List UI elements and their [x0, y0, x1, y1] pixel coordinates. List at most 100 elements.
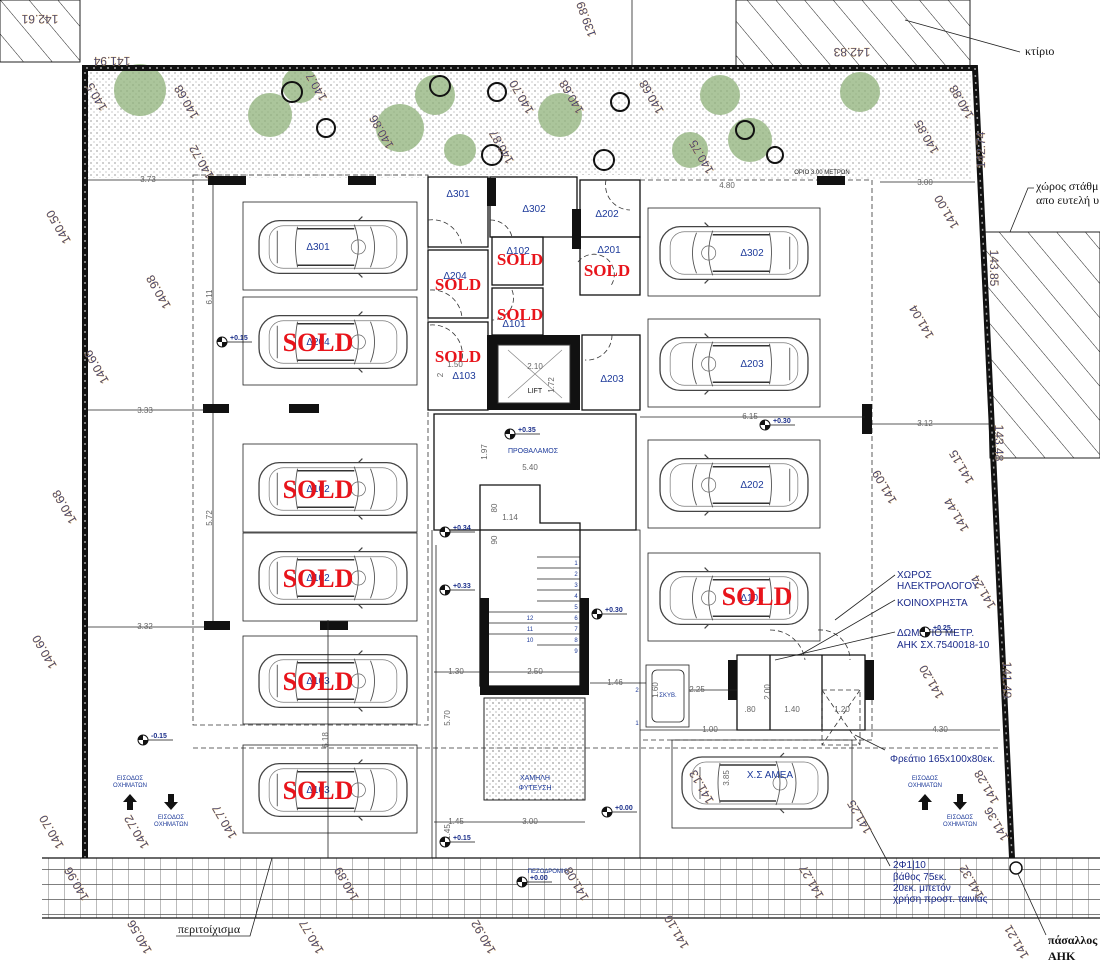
stair-step-number: 11: [527, 627, 534, 633]
dimension-label: 3.33: [137, 406, 153, 415]
spot-elevation: 142.83: [833, 45, 870, 59]
level-marker: +0.00: [601, 805, 637, 818]
spot-elevation: 143.48: [992, 425, 1006, 462]
arrow-down-icon: [953, 794, 967, 810]
svg-text:ΣΚΥΒ.: ΣΚΥΒ.: [659, 693, 677, 699]
level-value: +0.00: [615, 805, 633, 812]
left-parking-column: Δ301Δ204SOLDΔ102SOLDΔ102SOLDΔ103SOLDΔ103…: [242, 201, 418, 834]
level-marker: +0.33: [439, 583, 475, 596]
storage-d203[interactable]: Δ203: [600, 374, 624, 385]
spot-elevation: 140.68: [49, 487, 80, 526]
svg-text:κτίριο: κτίριο: [1025, 44, 1054, 58]
bay-outline: [242, 635, 418, 725]
svg-text:ΚΟΙΝΟΧΡΗΣΤΑ: ΚΟΙΝΟΧΡΗΣΤΑ: [897, 598, 968, 609]
level-value: +0.25: [933, 625, 951, 632]
arrow-up-icon: [123, 794, 137, 810]
bay-label: Δ203: [740, 359, 764, 370]
svg-text:βάθος 75εκ.: βάθος 75εκ.: [893, 871, 947, 883]
sold-stamp: SOLD: [722, 582, 793, 611]
spot-elevation: 141.09: [869, 467, 900, 506]
car-icon: [659, 222, 809, 284]
parking-bay-right-2[interactable]: Δ202: [647, 439, 821, 529]
accessible-bay-label: Χ.Σ ΑΜΕΑ: [747, 770, 794, 781]
sold-stamp: SOLD: [283, 475, 354, 504]
dimension-label: 1.46: [607, 678, 623, 687]
arrow-down-icon: [164, 794, 178, 810]
bay-label: Δ103: [306, 785, 330, 796]
svg-text:Δ203: Δ203: [600, 374, 624, 385]
spot-elevation: 140.72: [121, 812, 152, 851]
dimension-label: 2.00: [763, 684, 772, 700]
sidewalk: [42, 858, 1100, 918]
spot-elevation: 140.50: [43, 207, 74, 246]
electric-pole-icon: [1009, 861, 1023, 875]
bin-store: ΣΚΥΒ.: [645, 664, 690, 728]
dimension-label: 4.80: [719, 181, 735, 190]
svg-text:ΧΑΜΗΛΗ: ΧΑΜΗΛΗ: [520, 775, 550, 782]
bay-outline: [647, 439, 821, 529]
level-value: +0.00: [530, 875, 548, 882]
dimension-label: 5.70: [443, 710, 452, 726]
svg-text:Δ301: Δ301: [446, 189, 470, 200]
level-value: +0.15: [230, 335, 248, 342]
neighbour-building-left: [0, 0, 81, 63]
car-icon: [659, 454, 809, 516]
dimension-label: 1.50: [447, 360, 463, 369]
dimension-label: 6.11: [205, 289, 214, 305]
car-icon: [258, 216, 408, 278]
level-marker: +0.15: [439, 835, 475, 848]
dimension-label: 5.72: [205, 510, 214, 526]
svg-text:ΠΕΖΟΔΡΟΜΙΟ: ΠΕΖΟΔΡΟΜΙΟ: [528, 869, 569, 875]
storage-d302[interactable]: Δ302: [522, 204, 546, 215]
level-marker: +0.00: [516, 875, 552, 888]
svg-text:Δ302: Δ302: [522, 204, 546, 215]
spot-elevation: 141.20: [916, 662, 947, 701]
svg-text:Δ202: Δ202: [595, 209, 619, 220]
level-value: +0.30: [773, 418, 791, 425]
dimension-label: 3.32: [137, 622, 153, 631]
spot-elevation: 142.74: [974, 131, 988, 168]
parking-bay-0[interactable]: Δ301: [242, 201, 418, 291]
storage-d202[interactable]: Δ202: [595, 209, 619, 220]
parking-bay-accessible[interactable]: Χ.Σ ΑΜΕΑ: [671, 739, 853, 829]
sold-stamp: SOLD: [283, 564, 354, 593]
dimension-label: 5.40: [522, 463, 538, 472]
ramp-mark: 2: [635, 688, 639, 694]
spot-elevation: 140.56: [124, 917, 155, 956]
utility-rooms: [736, 574, 896, 751]
stair-step-number: 4: [574, 594, 578, 600]
stair-step-number: 8: [574, 638, 578, 644]
svg-text:χώρος στάθμ: χώρος στάθμ: [1035, 179, 1098, 193]
bay-outline: [647, 318, 821, 408]
level-value: +0.33: [453, 583, 471, 590]
low-planting-bed: ΧΑΜΗΛΗ ΦΥΤΕΥΣΗ: [483, 697, 586, 801]
spot-elevation: 142.61: [21, 12, 58, 26]
storage-d301[interactable]: Δ301: [446, 189, 470, 200]
level-value: +0.15: [453, 835, 471, 842]
level-value: +0.30: [605, 607, 623, 614]
parking-bay-right-0[interactable]: Δ302: [647, 207, 821, 297]
bay-outline: [242, 201, 418, 291]
dimension-label: 1.45: [448, 817, 464, 826]
dimension-label: 90: [490, 535, 499, 544]
dimension-label: 1.20: [834, 705, 850, 714]
svg-text:ΦΥΤΕΥΣΗ: ΦΥΤΕΥΣΗ: [518, 785, 551, 792]
sold-stamp: SOLD: [435, 275, 481, 294]
level-value: +0.34: [453, 525, 471, 532]
dimension-label: .80: [744, 705, 756, 714]
spot-elevation: 141.00: [931, 192, 962, 231]
parking-bay-right-1[interactable]: Δ203: [647, 318, 821, 408]
